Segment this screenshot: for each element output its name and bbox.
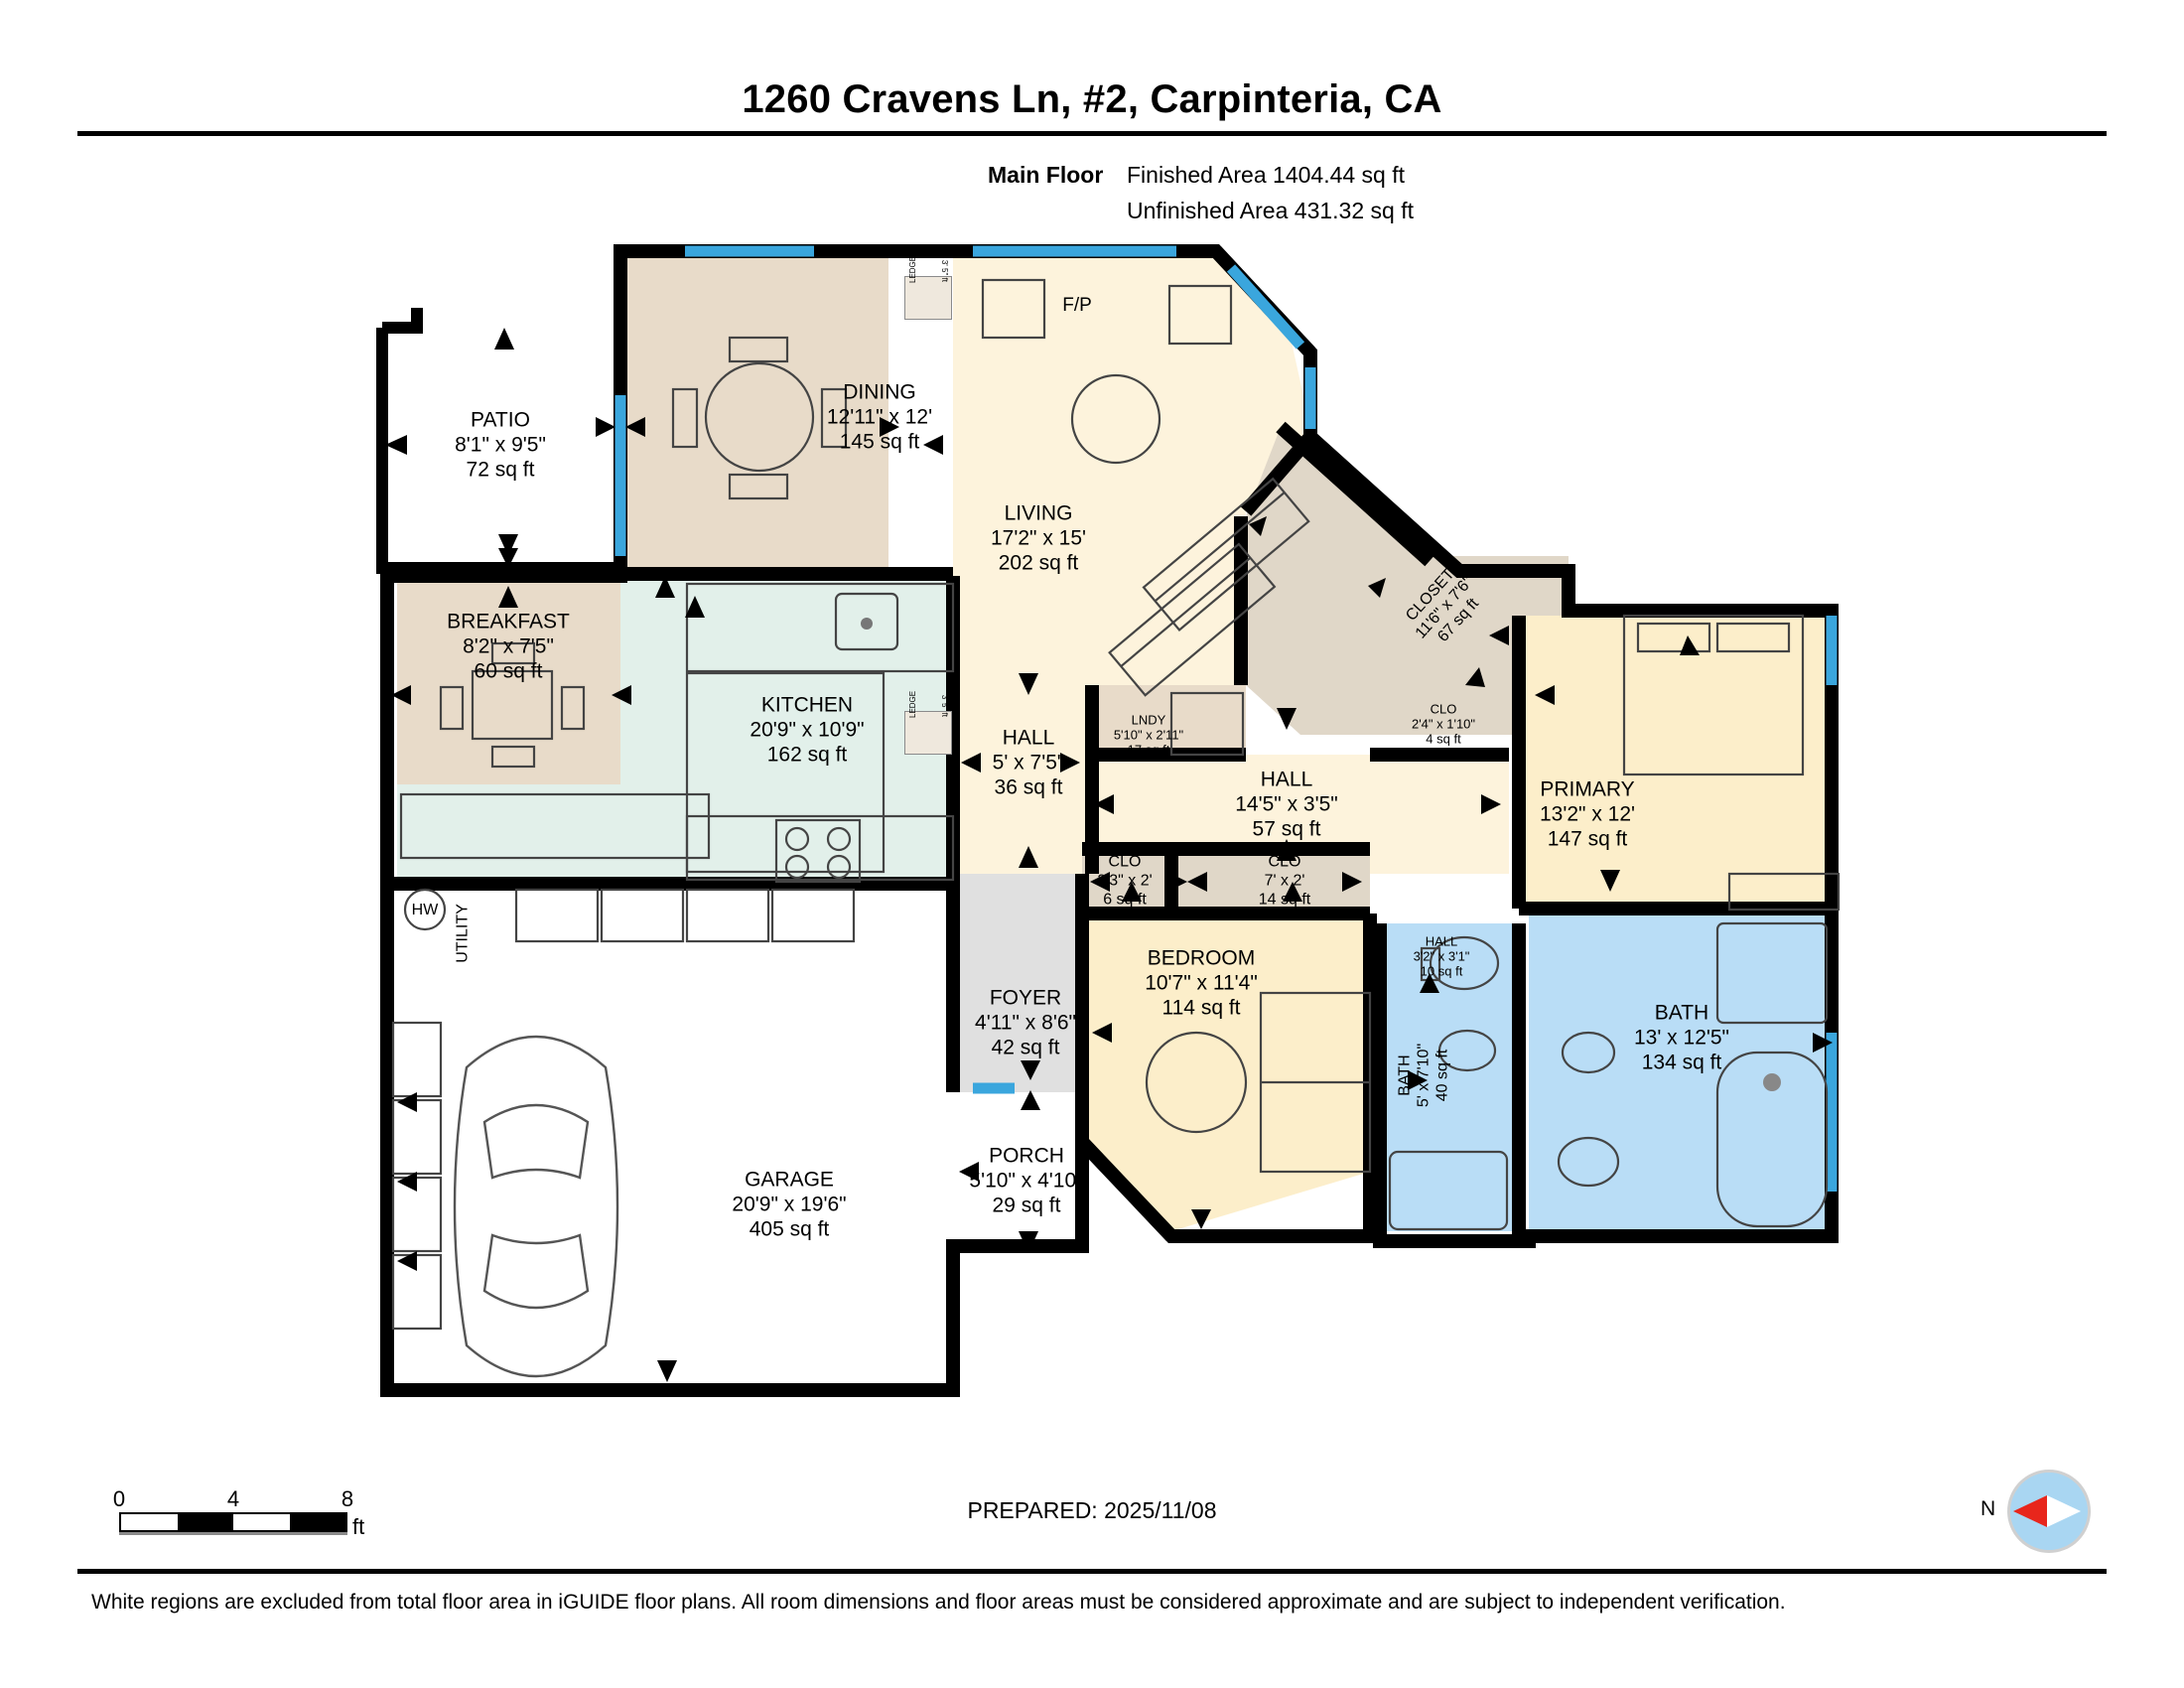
ledge-marker-1: LEDGE 3' 5" ft	[904, 256, 952, 320]
kitchen-island	[685, 671, 886, 874]
sink-drain	[861, 618, 873, 630]
tub-1	[1388, 1150, 1509, 1231]
scale-tick-0: 0	[112, 1486, 126, 1511]
dining-chair-s	[728, 473, 789, 500]
scale-unit-label: ft	[352, 1514, 365, 1539]
primary-fill	[1519, 616, 1832, 909]
living-ang-wall2	[1240, 432, 1316, 516]
garage-fill	[387, 884, 953, 1390]
burner-3	[784, 854, 810, 880]
laundry-fill	[1092, 685, 1246, 755]
scale-bar: 0 4 8	[113, 1486, 353, 1535]
car	[453, 1035, 619, 1378]
dining-chair-w	[671, 387, 699, 449]
patio-fill	[382, 323, 620, 568]
laundry-unit	[1169, 691, 1245, 757]
burner-4	[826, 854, 852, 880]
burner-2	[826, 826, 852, 852]
foyer-fill	[953, 874, 1082, 1092]
bench-primary	[1727, 872, 1841, 912]
kitchen-counter-left	[399, 792, 711, 860]
breakfast-chair-e	[560, 685, 586, 731]
ledge-top-label-1: LEDGE	[908, 255, 917, 283]
windows	[614, 245, 1838, 1192]
breakfast-chair-s	[490, 745, 536, 769]
finished-area: Finished Area 1404.44 sq ft	[1127, 162, 1406, 188]
bed-primary	[1622, 614, 1805, 776]
dining-chair-e	[820, 387, 848, 449]
toilet-main	[1557, 1136, 1620, 1188]
living-fill	[953, 253, 1310, 685]
window-living-ang	[1226, 264, 1305, 350]
sink-2	[1437, 1029, 1497, 1072]
dining-chair-n	[728, 336, 789, 363]
ledge-top-label-2: LEDGE	[908, 690, 917, 718]
upper-cab-2	[600, 888, 685, 943]
sink-main	[1561, 1031, 1616, 1074]
kitchen-counter-bottom	[685, 814, 955, 882]
bed-pillow-a	[1636, 622, 1711, 653]
living-rug	[1070, 373, 1161, 465]
tub-drain	[1763, 1073, 1781, 1091]
disclaimer-text: White regions are excluded from total fl…	[91, 1591, 1786, 1614]
upper-cab-1	[514, 888, 600, 943]
clo-strip-fill	[1082, 849, 1370, 914]
ledge-bottom-label-2: 3' 5" ft	[940, 694, 949, 717]
patio-wall-top	[382, 308, 423, 334]
burner-1	[784, 826, 810, 852]
kitchen-counter-top	[685, 582, 955, 673]
closet-fill	[1246, 427, 1569, 735]
bath-small-fill	[1380, 923, 1519, 1231]
breakfast-table	[471, 669, 554, 741]
ledge-marker-2: LEDGE 3' 5" ft	[904, 691, 952, 755]
dining-fill	[620, 253, 888, 568]
scale-ticks: 0 4 8	[113, 1486, 353, 1512]
toilet-1	[1429, 935, 1500, 991]
shower	[1715, 921, 1829, 1025]
dimension-arrows	[385, 328, 1833, 1382]
water-heater	[403, 888, 447, 931]
compass-rose-icon	[2007, 1470, 2091, 1553]
sink	[834, 592, 899, 651]
upper-cab-4	[770, 888, 856, 943]
page-title: 1260 Cravens Ln, #2, Carpinteria, CA	[742, 77, 1442, 121]
floor-name: Main Floor	[988, 162, 1104, 188]
footer-divider	[77, 1569, 2107, 1574]
kitchen-fill	[397, 576, 953, 884]
porch-fill	[953, 1092, 1082, 1241]
tub-main	[1715, 1051, 1829, 1228]
ledge-bottom-label-1: 3' 5" ft	[940, 259, 949, 282]
title-divider	[77, 131, 2107, 136]
unfinished-area: Unfinished Area 431.32 sq ft	[1127, 198, 1414, 223]
breakfast-chair-n	[490, 641, 536, 665]
armchair-2	[1167, 284, 1233, 346]
bath-main-fill	[1529, 909, 1832, 1236]
scale-tick-1: 4	[226, 1486, 240, 1511]
breakfast-chair-w	[439, 685, 465, 731]
water-heater-label: HW	[411, 902, 439, 918]
cooktop	[774, 818, 862, 884]
floor-area-summary: Main Floor Finished Area 1404.44 sq ft Un…	[988, 157, 1414, 228]
dining-table	[704, 361, 815, 473]
fireplace-label: F/P	[1062, 295, 1092, 316]
scale-bar-graphic	[119, 1512, 347, 1532]
upper-cab-3	[685, 888, 770, 943]
bed-pillow-b	[1715, 622, 1791, 653]
compass-north-label: N	[1980, 1497, 1996, 1520]
bedroom-ang-wall	[1076, 1137, 1177, 1241]
scale-tick-2: 8	[341, 1486, 354, 1511]
scale-bar-underline	[119, 1532, 347, 1535]
prepared-date: PREPARED: 2025/11/08	[967, 1497, 1217, 1523]
armchair-1	[981, 278, 1046, 340]
sofa-2	[1108, 542, 1277, 697]
bedroom-rug	[1145, 1031, 1248, 1134]
breakfast-fill	[397, 576, 620, 784]
